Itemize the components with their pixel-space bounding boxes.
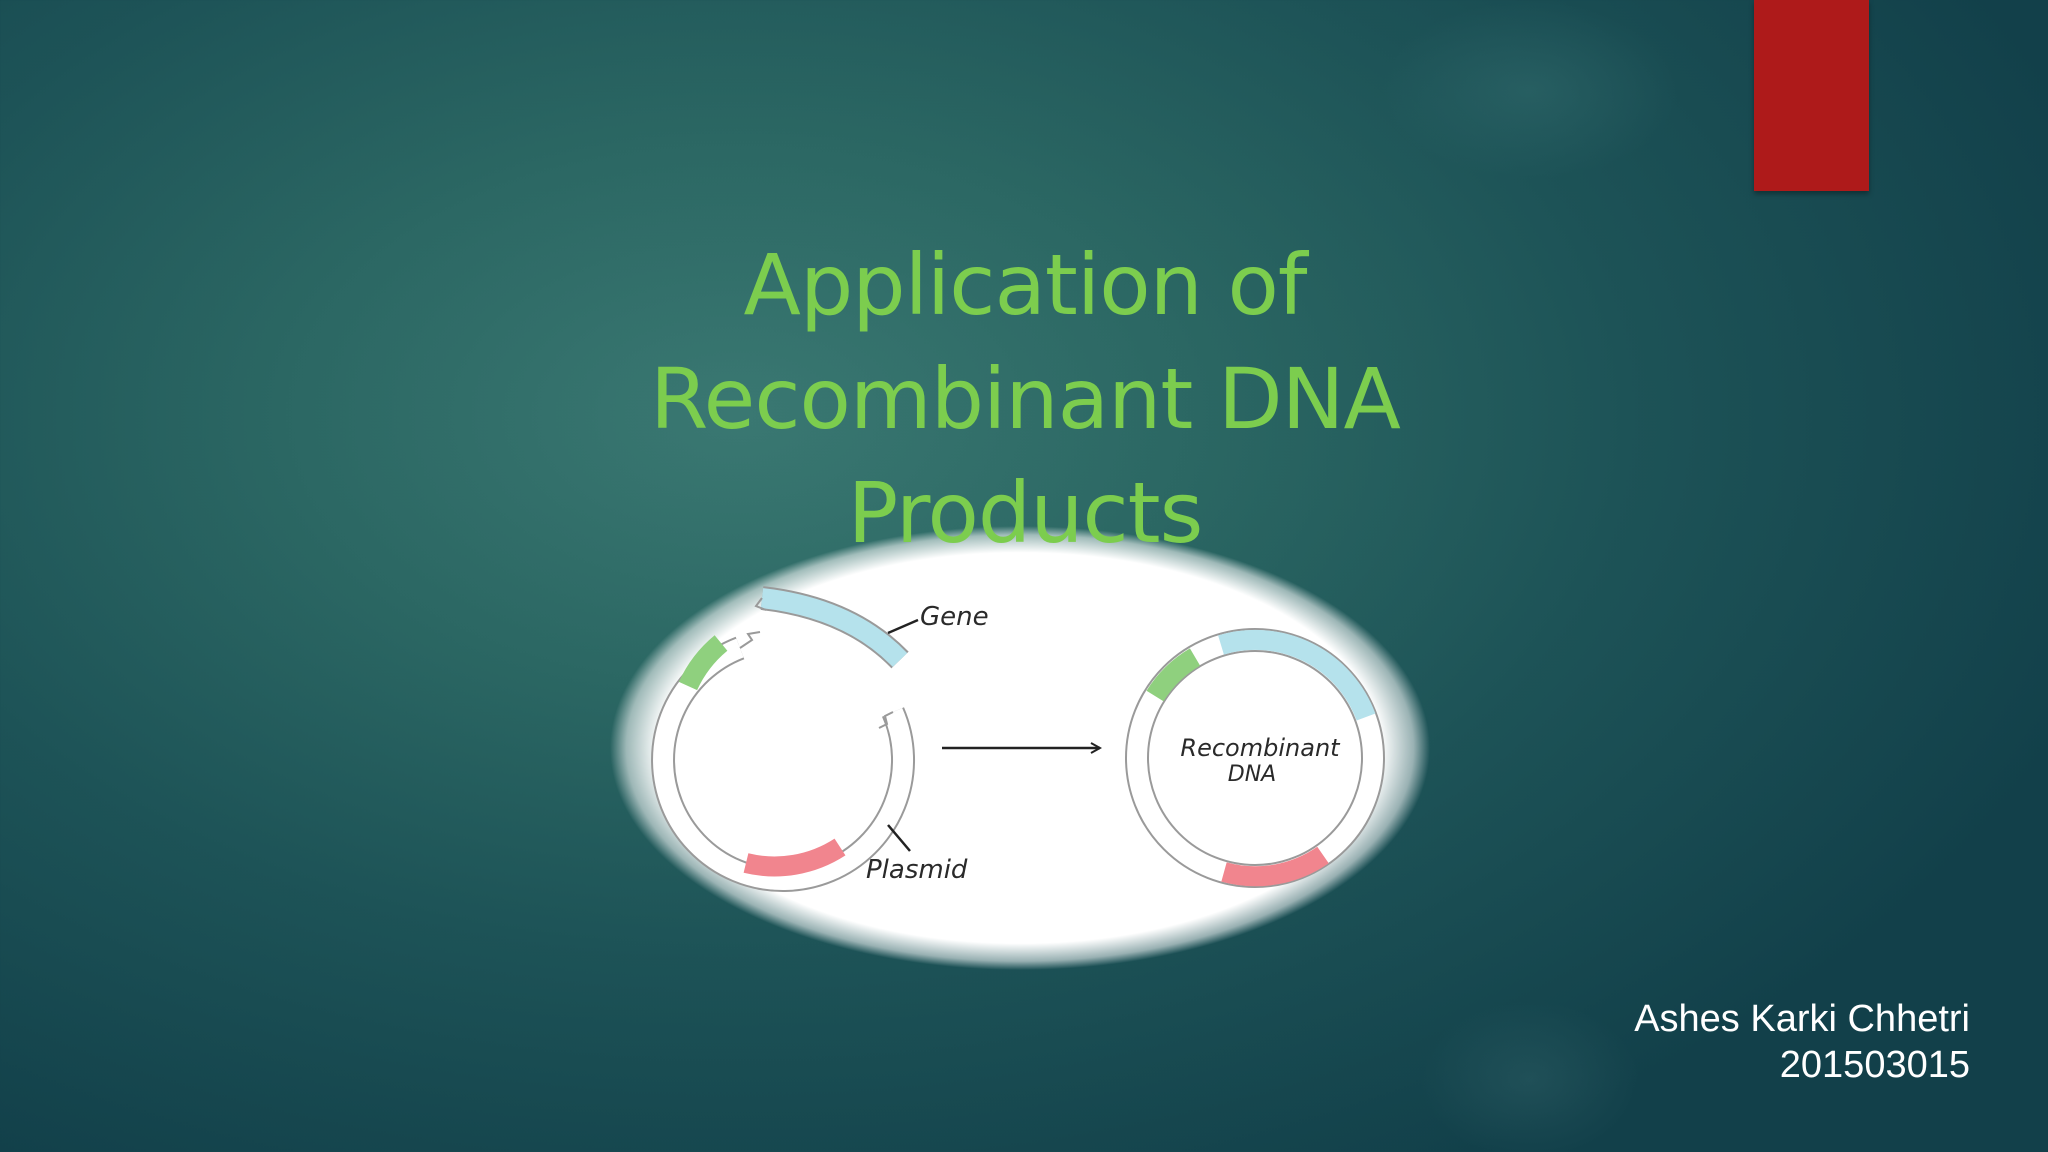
accent-bar	[1754, 0, 1869, 191]
recombinant-label-line1: Recombinant	[1180, 734, 1341, 762]
plasmid-label: Plasmid	[866, 855, 968, 885]
gene-pointer	[887, 618, 919, 635]
title-line: Recombinant DNA	[650, 350, 1401, 448]
green-marker-segment	[1146, 648, 1201, 702]
author-name: Ashes Karki Chhetri	[1634, 998, 1970, 1040]
title-line: Products	[847, 464, 1204, 562]
author-block: Ashes Karki Chhetri 201503015	[1634, 996, 1970, 1088]
recombinant-plasmid: Recombinant DNA	[1125, 628, 1385, 888]
gene-fragment	[754, 586, 909, 669]
recombinant-label-line2: DNA	[1228, 762, 1276, 787]
plasmid-pointer	[887, 824, 911, 852]
green-marker-segment	[678, 635, 728, 691]
author-id: 201503015	[1779, 1044, 1970, 1086]
red-marker-segment	[743, 838, 846, 877]
red-marker-segment	[1221, 846, 1329, 887]
slide-title: Application of Recombinant DNA Products	[560, 228, 1490, 570]
open-plasmid	[651, 631, 915, 892]
title-line: Application of	[743, 236, 1307, 334]
inserted-gene-segment	[1218, 629, 1376, 721]
gene-label: Gene	[920, 602, 989, 632]
